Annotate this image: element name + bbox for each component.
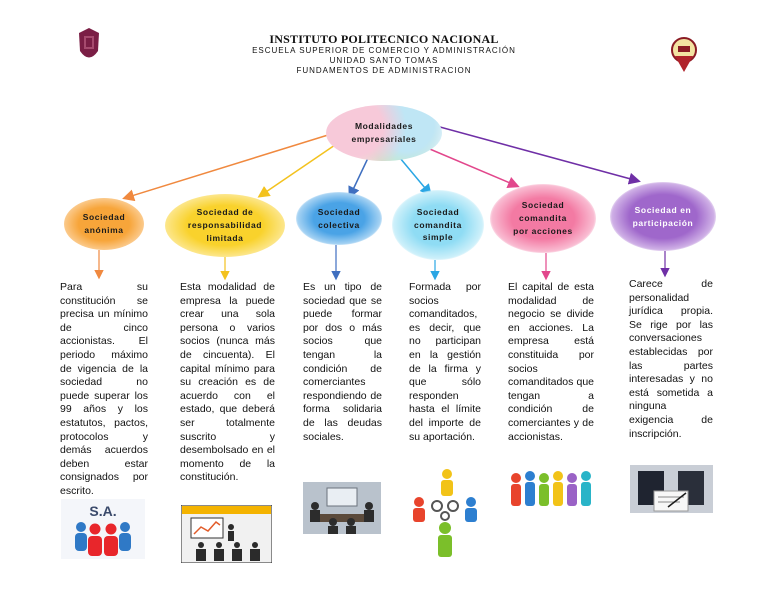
image-sa-people: S.A. [61, 499, 145, 559]
center-node-line1: Modalidades [354, 121, 414, 132]
node-colectiva-line2: colectiva [318, 219, 360, 230]
description-acciones: El capital de esta modalidad de negocio … [508, 281, 594, 443]
image-puzzle-people [409, 466, 481, 560]
connector-participacion [439, 126, 641, 185]
description-participacion: Carece de personalidad jurídica propia. … [629, 278, 713, 440]
node-anonima: Sociedad anónima [64, 198, 144, 250]
node-acciones-line2: comandita [519, 213, 567, 224]
school-name: ESCUELA SUPERIOR DE COMERCIO Y ADMINISTR… [252, 46, 516, 55]
center-node: Modalidades empresariales [326, 105, 442, 161]
node-simple: Sociedad comandita simple [392, 190, 484, 260]
node-colectiva-line1: Sociedad [317, 206, 361, 217]
esca-logo [669, 36, 699, 74]
connector-anonima [122, 134, 329, 202]
description-simple: Formada por socios comanditados, es deci… [409, 281, 481, 443]
image-sa-label: S.A. [89, 503, 116, 519]
connector-simple [399, 157, 432, 197]
campus-name: UNIDAD SANTO TOMAS [329, 56, 439, 65]
connector-acciones [424, 146, 520, 189]
center-node-line2: empresariales [351, 134, 417, 144]
connector-limitada [257, 144, 336, 198]
node-acciones: Sociedad comandita por acciones [490, 184, 596, 253]
connector-colectiva [348, 157, 369, 199]
node-participacion-line1: Sociedad en [634, 204, 692, 215]
description-limitada: Esta modalidad de empresa la puede crear… [180, 281, 275, 484]
node-anonima-line2: anónima [84, 225, 124, 235]
node-limitada-line1: Sociedad de [196, 207, 254, 218]
image-office-meeting [303, 482, 381, 534]
ipn-logo [77, 27, 101, 65]
node-participacion: Sociedad en participación [610, 182, 716, 251]
node-simple-line1: Sociedad [416, 206, 460, 217]
node-participacion-line2: participación [632, 217, 694, 228]
node-colectiva: Sociedad colectiva [296, 192, 382, 245]
institution-title: INSTITUTO POLITECNICO NACIONAL [269, 32, 499, 46]
description-colectiva: Es un tipo de sociedad que se puede form… [303, 281, 382, 443]
image-meeting-presentation [180, 504, 273, 564]
node-limitada: Sociedad de responsabilidad limitada [165, 194, 285, 257]
node-anonima-line1: Sociedad [82, 212, 126, 223]
node-limitada-line2: responsabilidad [187, 220, 263, 231]
description-anonima: Para su constitución se precisa un mínim… [60, 281, 148, 497]
node-limitada-line3: limitada [206, 232, 244, 243]
node-simple-line3: simple [422, 232, 454, 243]
image-team-group [508, 466, 594, 514]
image-signing-documents [630, 465, 713, 513]
subject-name: FUNDAMENTOS DE ADMINISTRACION [296, 66, 472, 75]
node-simple-line2: comandita [414, 219, 462, 230]
node-acciones-line1: Sociedad [521, 200, 565, 211]
node-acciones-line3: por acciones [513, 225, 573, 236]
